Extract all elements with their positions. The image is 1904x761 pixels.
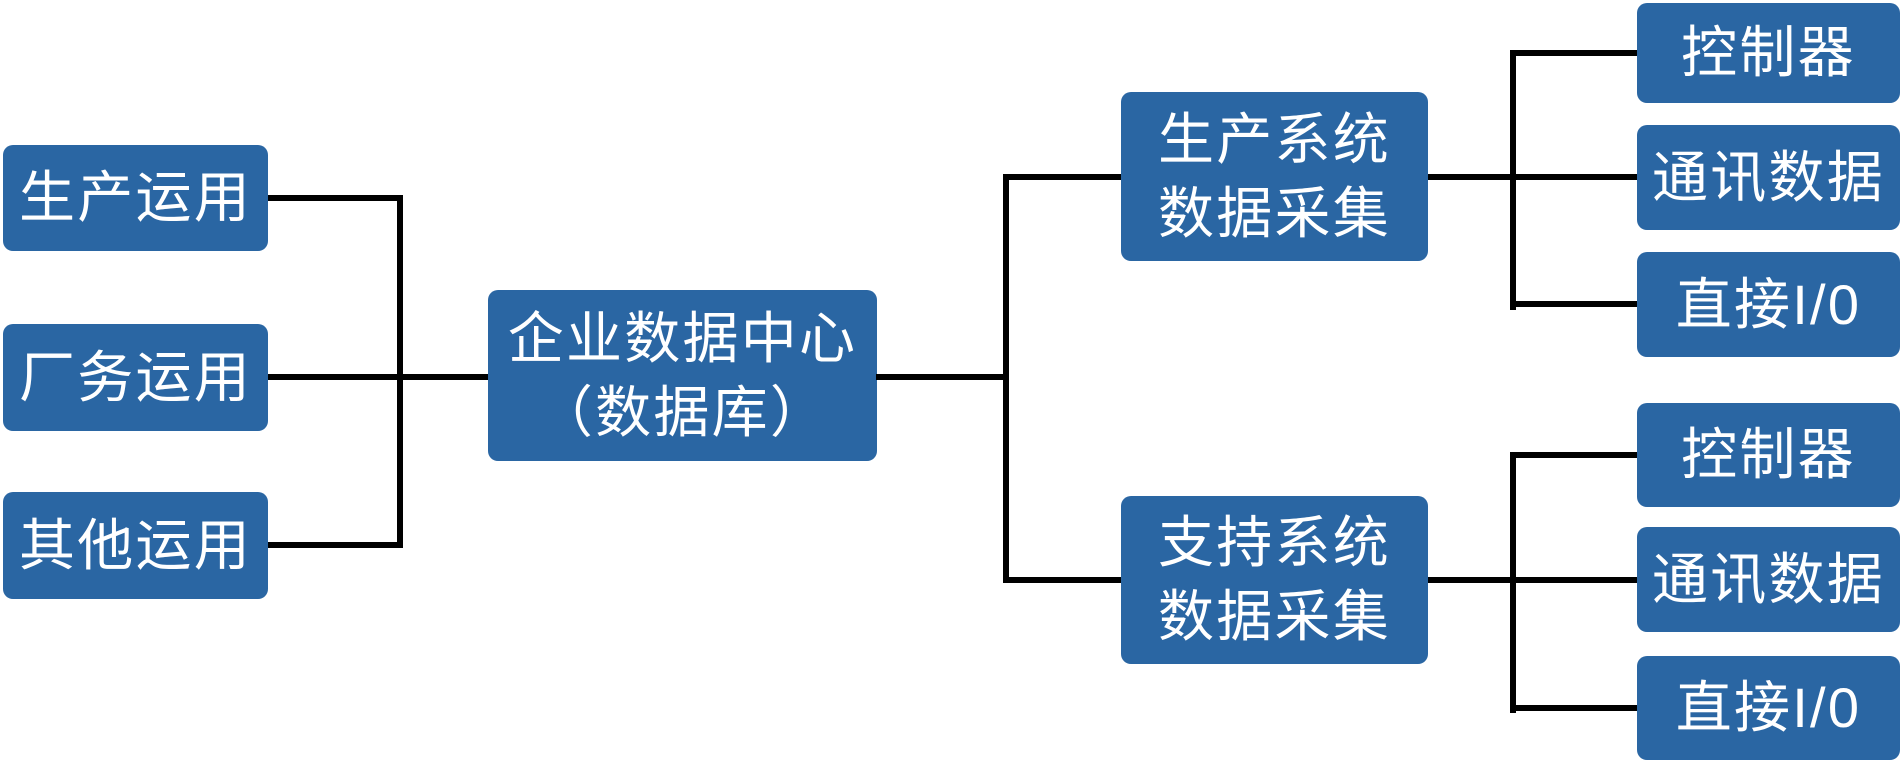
connector-center-to-branch-vertical: [876, 374, 1006, 380]
connector-bottom-leaf-vertical: [1510, 452, 1516, 713]
connector-other-app-stub: [268, 542, 400, 548]
connector-support-system-to-leaves: [1428, 577, 1637, 583]
connector-production-app-stub: [268, 195, 400, 201]
connector-to-direct-io-top: [1510, 301, 1637, 307]
node-label: 控制器: [1681, 21, 1856, 85]
connector-top-leaf-vertical: [1510, 50, 1516, 310]
connector-factory-app-to-center: [268, 374, 488, 380]
connector-to-direct-io-bottom: [1510, 705, 1637, 711]
node-other-application: 其他运用: [3, 492, 268, 599]
node-label: 生产运用: [19, 166, 252, 230]
connector-left-vertical: [397, 195, 403, 548]
node-label-line1: 支持系统: [1158, 511, 1391, 575]
connector-branch-vertical: [1003, 174, 1009, 583]
node-label: 厂务运用: [19, 345, 252, 409]
connector-to-controller-bottom: [1510, 452, 1637, 458]
node-label-line2: 数据采集: [1158, 181, 1391, 245]
node-production-system-collection: 生产系统 数据采集: [1121, 92, 1428, 261]
node-label: 通讯数据: [1652, 145, 1885, 209]
node-label-line2: 数据采集: [1158, 585, 1391, 648]
node-support-system-collection: 支持系统 数据采集: [1121, 496, 1428, 664]
node-enterprise-data-center: 企业数据中心 （数据库）: [488, 290, 877, 461]
node-label: 直接I/0: [1675, 272, 1862, 336]
connector-to-controller-top: [1510, 50, 1637, 56]
node-label: 其他运用: [19, 513, 252, 577]
connector-production-system-to-leaves: [1428, 174, 1637, 180]
node-direct-io-top: 直接I/0: [1637, 252, 1900, 357]
node-comm-data-bottom: 通讯数据: [1637, 527, 1900, 632]
node-factory-application: 厂务运用: [3, 324, 268, 431]
node-controller-top: 控制器: [1637, 3, 1900, 103]
node-label: 控制器: [1681, 423, 1856, 487]
node-label-line2: （数据库）: [536, 380, 829, 444]
node-production-application: 生产运用: [3, 145, 268, 251]
node-controller-bottom: 控制器: [1637, 403, 1900, 507]
node-label-line1: 企业数据中心: [507, 306, 858, 370]
node-label-line1: 生产系统: [1158, 107, 1391, 171]
connector-to-support-system: [1003, 577, 1121, 583]
node-label: 直接I/0: [1675, 676, 1862, 740]
connector-to-production-system: [1003, 174, 1121, 180]
node-comm-data-top: 通讯数据: [1637, 125, 1900, 230]
node-direct-io-bottom: 直接I/0: [1637, 656, 1900, 760]
node-label: 通讯数据: [1652, 547, 1885, 611]
